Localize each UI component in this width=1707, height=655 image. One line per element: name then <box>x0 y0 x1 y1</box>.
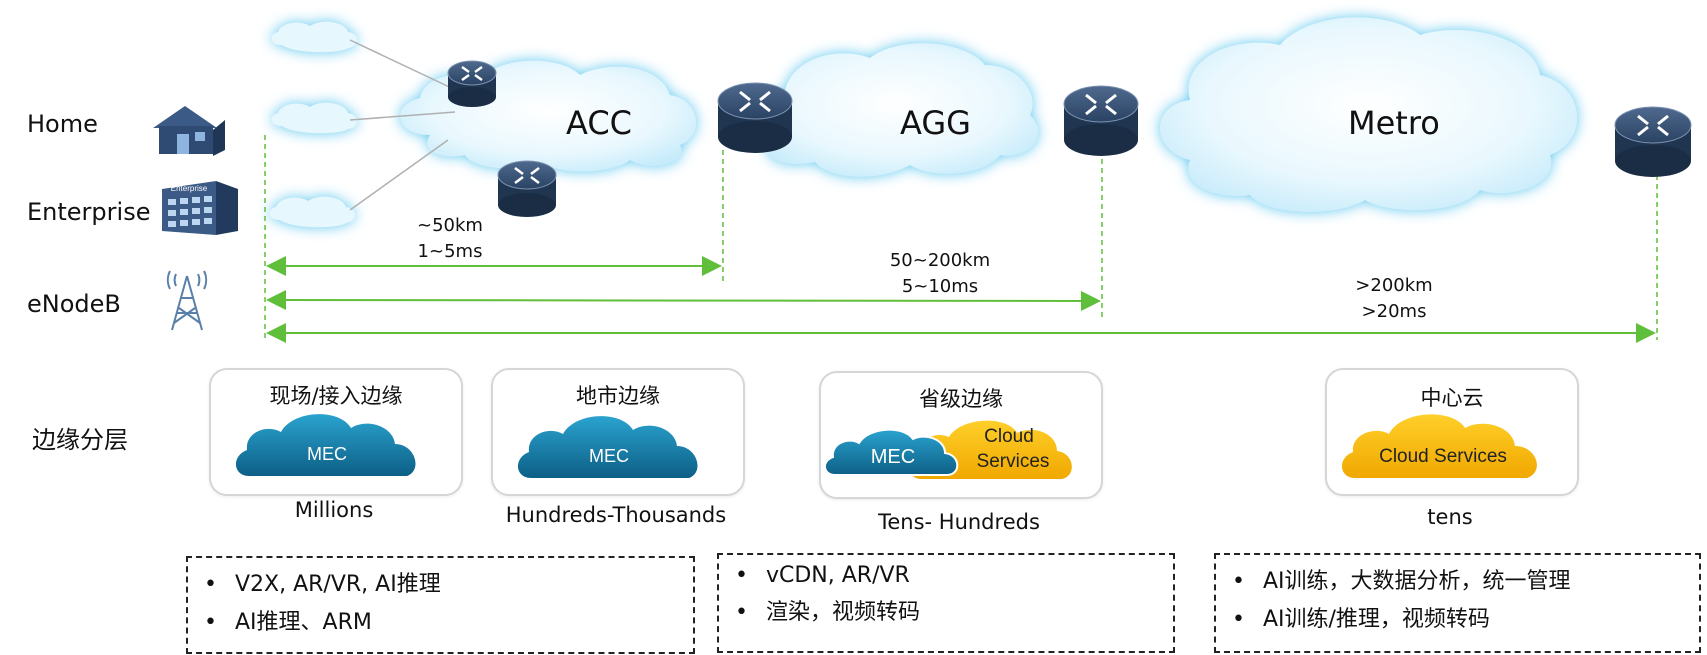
row-label-enodeb: eNodeB <box>27 290 121 318</box>
access-links <box>349 39 461 211</box>
boundary-lines <box>264 135 1658 340</box>
tier-provincial-count: Tens- Hundreds <box>878 510 1040 534</box>
acc-latency: 1~5ms <box>417 241 483 262</box>
tier-access-edge: 现场/接入边缘 MEC <box>209 368 463 496</box>
tier-city-edge: 地市边缘 MEC <box>491 368 745 496</box>
agg-distance: 50~200km <box>889 250 991 271</box>
tier-title: 现场/接入边缘 <box>269 384 403 408</box>
metro-distance: >200km <box>1355 275 1433 296</box>
distance-arrows <box>266 256 1656 343</box>
home-icon <box>153 106 225 156</box>
agg-distance-arrow <box>266 290 1101 311</box>
mec-label: MEC <box>871 446 915 468</box>
acc-distance-label: ~50km 1~5ms <box>400 213 500 265</box>
tier-access-count: Millions <box>294 498 374 522</box>
agg-distance-label: 50~200km 5~10ms <box>880 248 1000 300</box>
cell-tower-icon <box>166 270 208 331</box>
tier-title: 地市边缘 <box>576 384 660 408</box>
tier-city-count: Hundreds-Thousands <box>505 503 727 527</box>
cloud-services-line2: Services <box>977 451 1050 472</box>
agg-metro-router-icon <box>1063 85 1139 156</box>
segment-acc-label: ACC <box>566 104 633 142</box>
use-case-item: vCDN, AR/VR <box>735 563 1173 588</box>
mec-cloud-icon: MEC <box>235 414 416 476</box>
tier-provincial-edge: 省级边缘 Cloud Services MEC <box>819 371 1103 499</box>
cloud-services-icon: Cloud Services <box>1341 414 1537 478</box>
use-case-item: V2X, AR/VR, AI推理 <box>204 566 693 598</box>
use-case-item: AI训练/推理，视频转码 <box>1232 601 1699 633</box>
acc-distance: ~50km <box>417 215 483 236</box>
mec-cloud-icon: MEC <box>517 416 698 478</box>
metro-core-router-icon <box>1614 106 1692 177</box>
mec-label: MEC <box>589 446 629 466</box>
metro-distance-label: >200km >20ms <box>1334 273 1454 325</box>
metro-cloud <box>1160 17 1578 212</box>
acc-agg-router-icon <box>717 82 793 153</box>
use-case-item: AI训练，大数据分析，统一管理 <box>1232 563 1699 595</box>
acc-router-bottom-icon <box>497 160 557 217</box>
mec-label: MEC <box>307 444 347 464</box>
use-case-item: AI推理、ARM <box>204 604 693 636</box>
mec-and-cloud-services-icon: Cloud Services MEC <box>824 420 1072 479</box>
acc-router-top-icon <box>447 60 497 107</box>
row-label-enterprise: Enterprise <box>27 198 151 226</box>
building-sign: Enterprise <box>171 184 208 193</box>
row-label-edge-layer: 边缘分层 <box>32 426 128 454</box>
tier-central-cloud: 中心云 Cloud Services <box>1325 368 1579 496</box>
tier-title: 中心云 <box>1420 386 1484 410</box>
segment-metro-label: Metro <box>1348 104 1440 142</box>
row-label-home: Home <box>27 110 98 138</box>
agg-latency: 5~10ms <box>901 276 979 297</box>
use-case-box-provincial: vCDN, AR/VR 渲染，视频转码 <box>717 553 1175 653</box>
enterprise-building-icon: Enterprise <box>162 181 238 235</box>
agg-cloud <box>752 43 1039 177</box>
use-case-item: 渲染，视频转码 <box>735 594 1173 626</box>
access-clouds <box>269 21 357 228</box>
use-case-box-central: AI训练，大数据分析，统一管理 AI训练/推理，视频转码 <box>1214 553 1701 653</box>
cloud-services-label: Cloud Services <box>1379 446 1507 467</box>
tier-title: 省级边缘 <box>919 387 1003 411</box>
tier-central-count: tens <box>1427 505 1473 529</box>
metro-latency: >20ms <box>1361 301 1427 322</box>
use-case-box-access: V2X, AR/VR, AI推理 AI推理、ARM <box>186 556 695 654</box>
cloud-services-line1: Cloud <box>984 426 1034 447</box>
segment-agg-label: AGG <box>900 104 971 142</box>
